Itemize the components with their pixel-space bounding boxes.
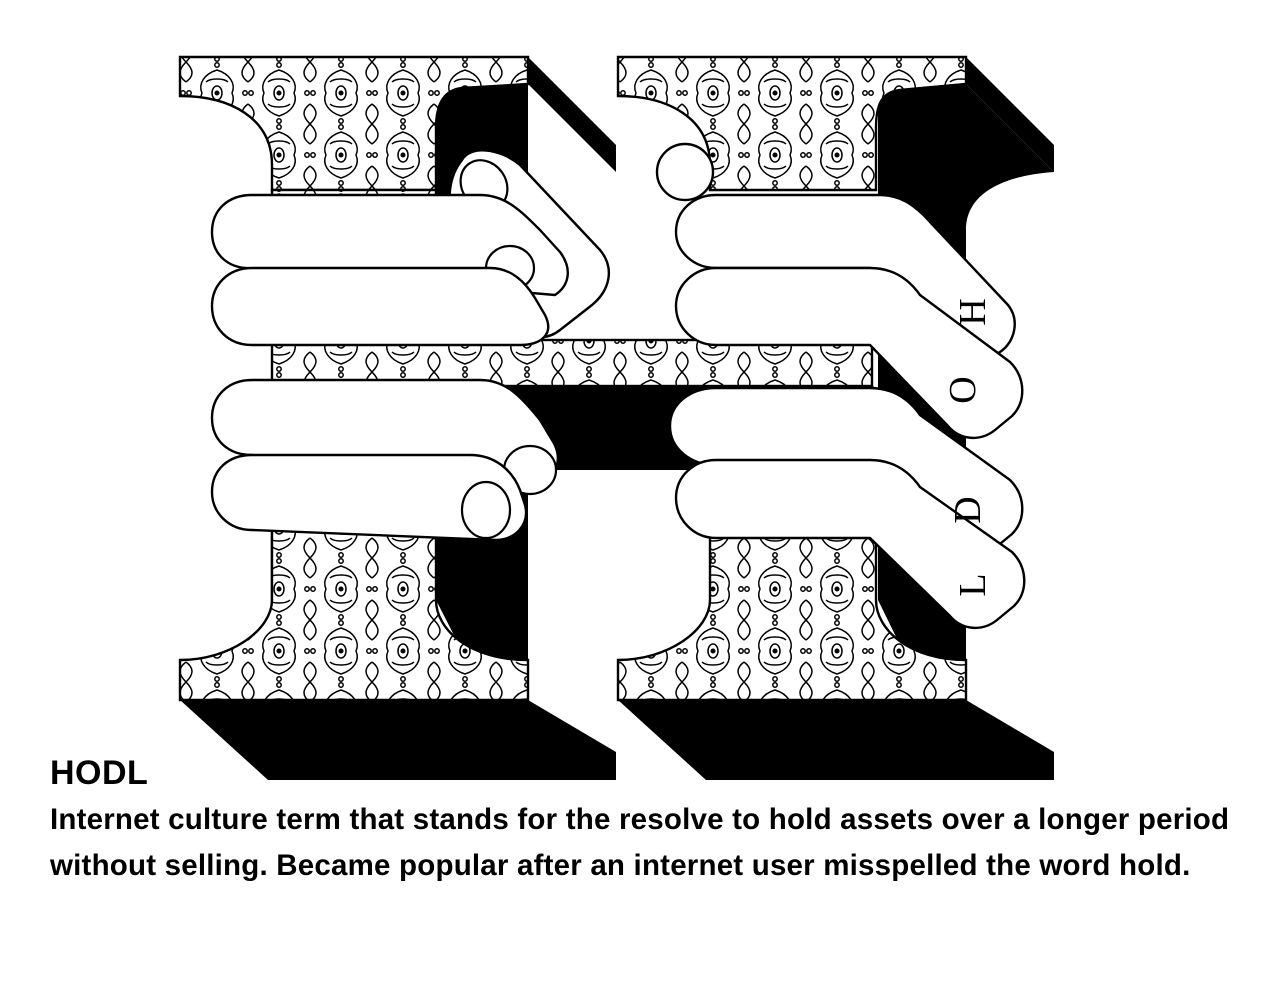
hodl-illustration-icon: H O D L: [178, 55, 1054, 780]
finger-letter-l: L: [952, 573, 994, 596]
term-title: HODL: [50, 754, 149, 792]
letter-h-face: [178, 55, 968, 702]
finger-letters: H O D L: [942, 298, 994, 596]
right-hand-icon: H O D L: [655, 142, 1026, 629]
left-hand-icon: [210, 149, 610, 542]
finger-letter-o: O: [942, 376, 984, 403]
caption: HODL Internet culture term that stands f…: [50, 752, 1260, 889]
finger-letter-d: D: [947, 496, 989, 523]
term-description: Internet culture term that stands for th…: [50, 803, 1230, 882]
finger-letter-h: H: [952, 298, 994, 325]
